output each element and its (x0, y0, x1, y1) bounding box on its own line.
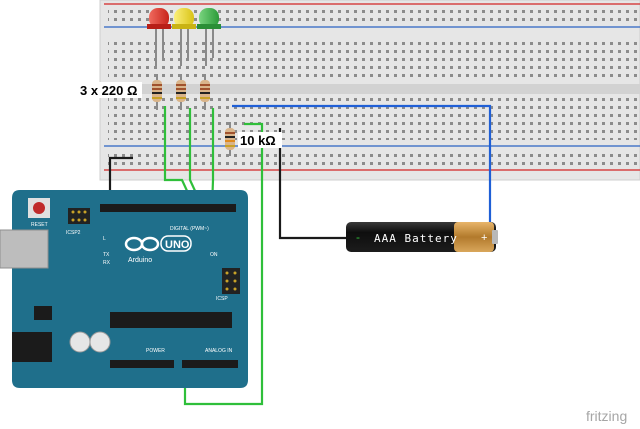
power-header (110, 360, 174, 368)
icsp2-label: ICSP2 (66, 230, 81, 236)
center-channel (100, 84, 640, 94)
rx-label: RX (103, 260, 111, 266)
l-label: L (103, 236, 106, 242)
arduino-uno-board: RESET ICSP2 DIGITAL (PWM~) TX RX L UNO A… (0, 190, 248, 388)
terminal-strip-lower (108, 98, 640, 140)
icsp-label: ICSP (216, 296, 228, 302)
led-red (147, 8, 171, 66)
led-yellow (172, 8, 196, 66)
power-jack (12, 332, 52, 362)
capacitor-1 (69, 331, 91, 353)
crystal (34, 306, 52, 320)
label-resistor-10k: 10 kΩ (240, 133, 276, 148)
digital-label: DIGITAL (PWM~) (170, 226, 209, 232)
arduino-logo: UNO Arduino (124, 235, 192, 264)
tx-label: TX (103, 252, 110, 258)
microcontroller-chip (110, 312, 232, 328)
icsp-header (222, 268, 240, 294)
led-green (197, 8, 221, 66)
power-label: POWER (146, 348, 165, 354)
resistor-220-2 (176, 74, 186, 110)
power-rail-top (108, 8, 640, 24)
battery-plus-label: + (481, 232, 487, 244)
breadboard (99, 0, 640, 181)
resistor-220-1 (152, 74, 162, 110)
wire-black-battery (278, 128, 352, 240)
usb-port (0, 229, 49, 269)
battery-minus-label: - (356, 230, 360, 244)
on-label: ON (210, 252, 218, 258)
capacitor-2 (89, 331, 111, 353)
analog-label: ANALOG IN (205, 348, 233, 354)
resistor-10k (225, 122, 235, 156)
fritzing-watermark: fritzing (586, 408, 627, 424)
reset-label: RESET (31, 222, 48, 228)
icsp2-header (68, 208, 90, 224)
analog-header (182, 360, 238, 368)
terminal-strip-upper (108, 38, 640, 80)
model-label: UNO (165, 239, 190, 251)
label-resistor-10k-box: 10 kΩ (238, 132, 282, 148)
aaa-battery: - AAA Battery + (346, 222, 498, 252)
battery-label: AAA Battery (374, 232, 458, 245)
digital-header (100, 204, 236, 212)
brand-label: Arduino (128, 257, 152, 264)
wire-green-analog (183, 122, 264, 406)
label-resistors-led: 3 x 220 Ω (80, 83, 137, 98)
label-resistors-led-box: 3 x 220 Ω (78, 82, 142, 98)
power-rail-bottom (108, 150, 640, 166)
wire-blue-battery (232, 104, 492, 232)
resistor-220-3 (200, 74, 210, 110)
